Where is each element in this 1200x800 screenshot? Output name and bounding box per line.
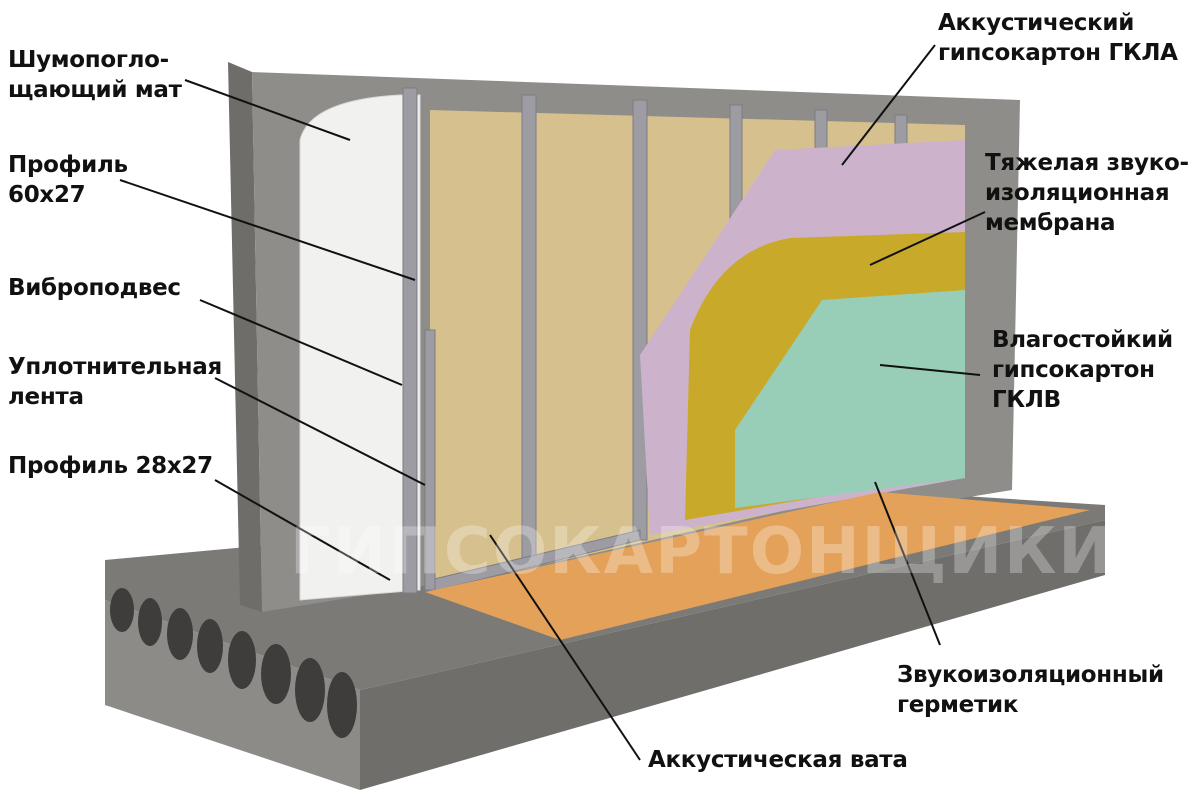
label-sound-membrane: Тяжелая звуко- изоляционная мембрана [985,150,1189,236]
label-moisture-drywall-gklv: Влагостойкий гипсокартон ГКЛВ [992,327,1173,413]
moisture-resistant-drywall-gklv [735,290,965,508]
label-sealing-tape: Уплотнительная лента [8,354,222,410]
concrete-wall-side [228,62,262,612]
label-vibro-hanger: Виброподвес [8,275,181,301]
label-profile-60x27: Профиль 60x27 [8,152,128,208]
wood-floor [425,492,1090,640]
label-profile-28x27: Профиль 28x27 [8,453,213,479]
label-acoustic-wool: Аккустическая вата [648,747,908,773]
label-sound-absorbing-mat: Шумопогло- щающий мат [8,47,182,103]
label-sealant: Звукоизоляционный герметик [897,662,1164,718]
floor-slab-front [105,600,360,790]
label-acoustic-drywall-gkla: Аккустический гипсокартон ГКЛА [938,10,1178,66]
sound-absorbing-mat [299,94,421,601]
leader-lines [119,44,986,761]
floor-slab-side [360,520,1105,790]
slab-holes [110,588,357,738]
watermark: ГИПСОКАРТОНЩИКИ.РФ [290,515,1200,589]
